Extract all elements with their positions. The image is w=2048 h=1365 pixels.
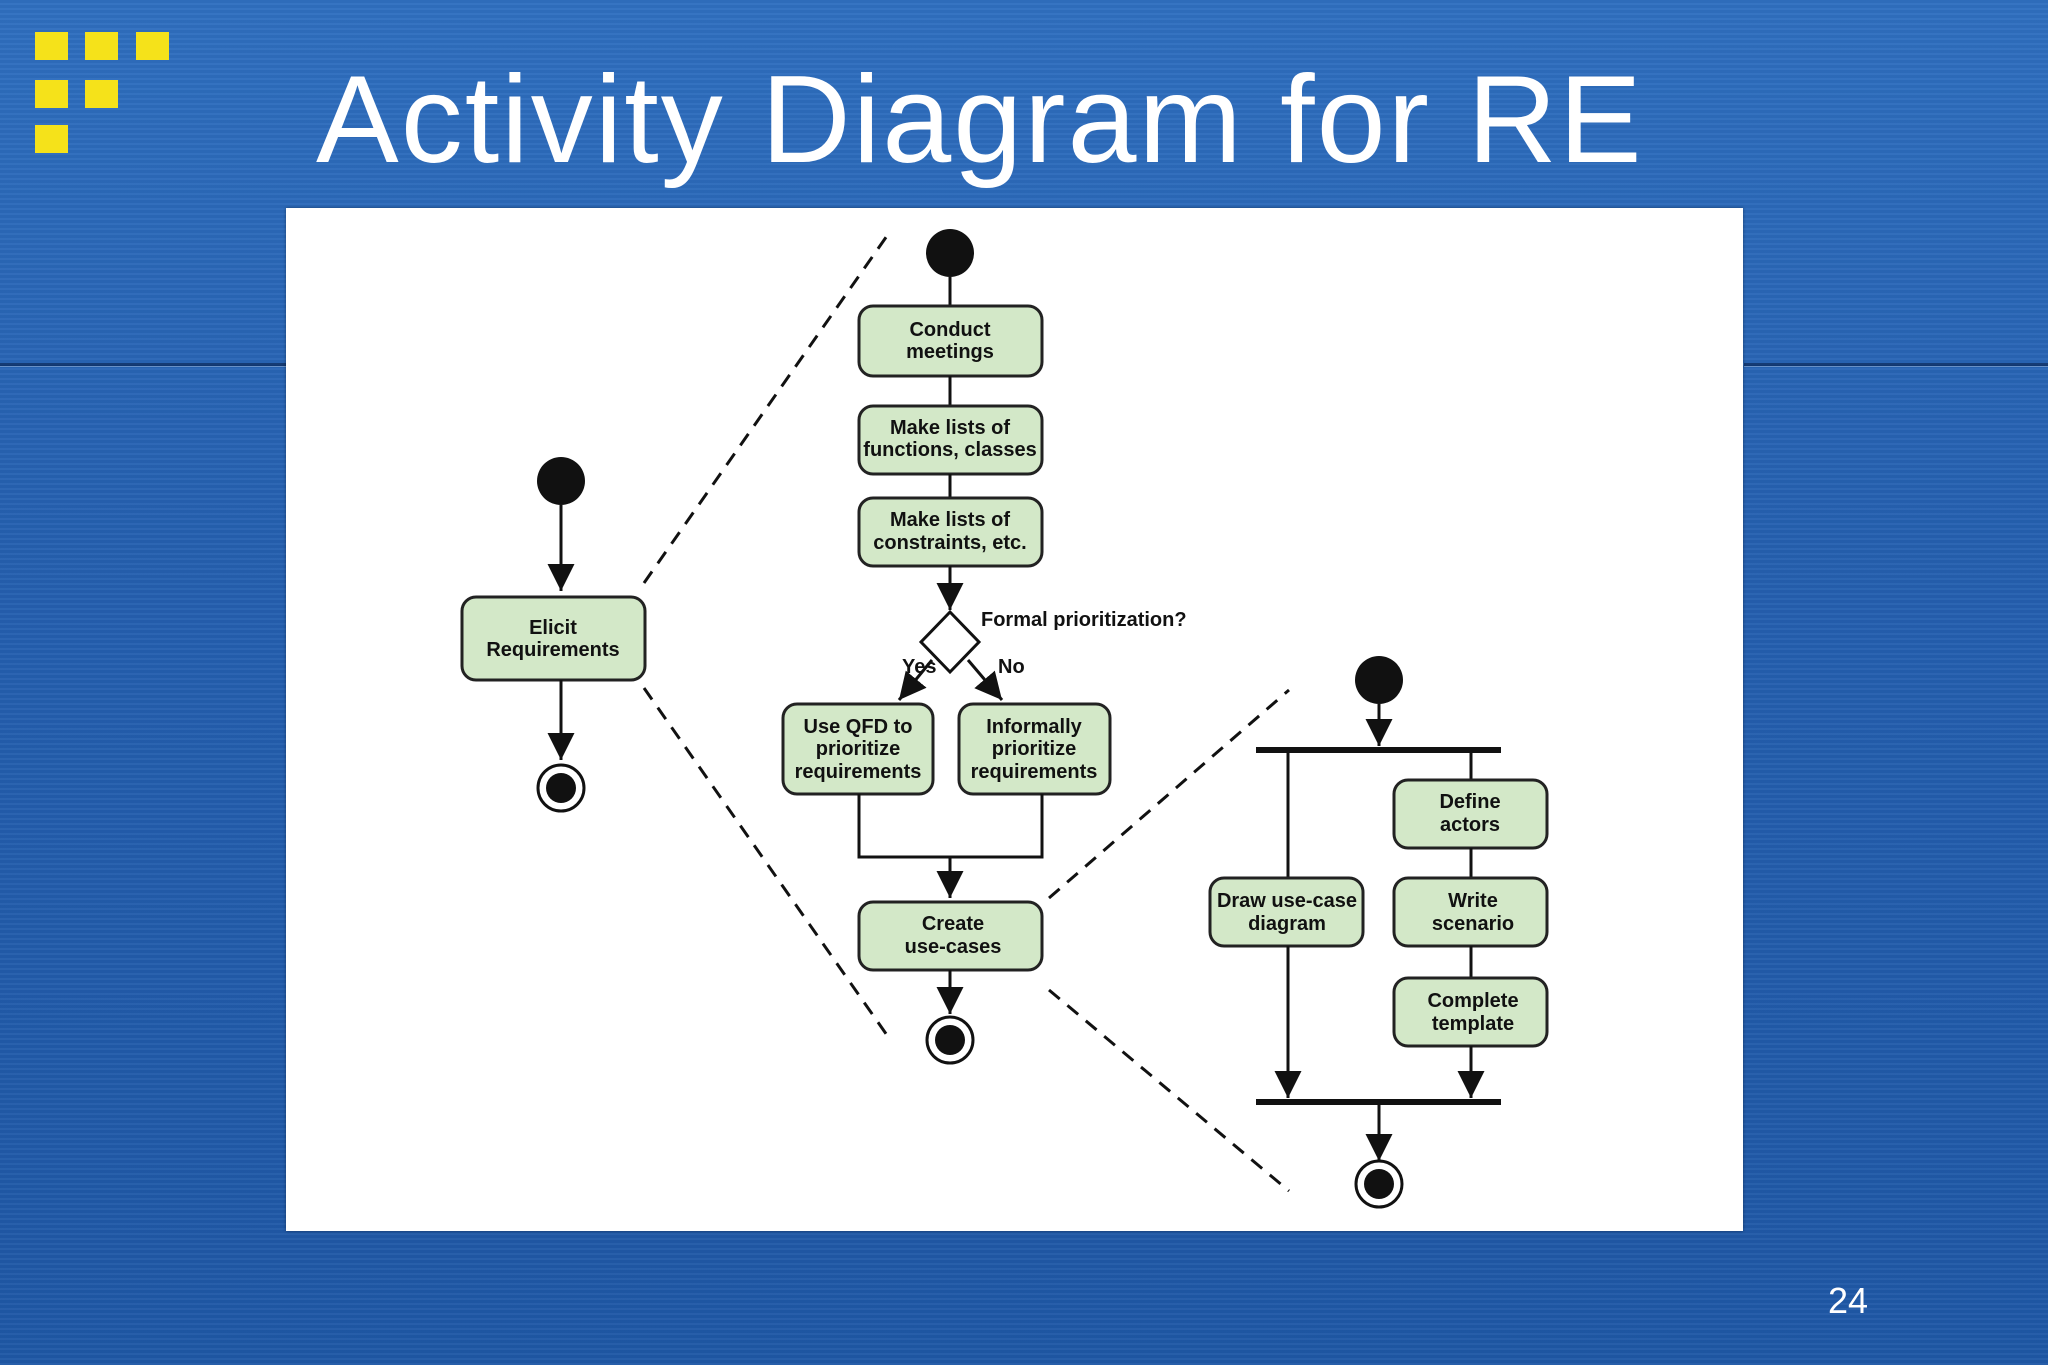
svg-text:Conduct: Conduct — [909, 319, 990, 341]
svg-text:prioritize: prioritize — [816, 738, 900, 760]
svg-text:Define: Define — [1439, 791, 1500, 813]
middle-flow: Conduct meetings Make lists of functions… — [781, 229, 1187, 1065]
svg-text:requirements: requirements — [795, 761, 922, 783]
svg-text:Use QFD to: Use QFD to — [804, 716, 913, 738]
initial-node — [1355, 656, 1403, 704]
svg-text:Complete: Complete — [1427, 990, 1518, 1012]
svg-text:Make lists of: Make lists of — [890, 509, 1010, 531]
write-scenario-node: Write scenario — [1392, 876, 1549, 948]
svg-text:template: template — [1432, 1013, 1514, 1035]
create-use-cases-node: Create use-cases — [857, 900, 1044, 972]
expansion-lines — [642, 232, 1290, 1193]
svg-text:Create: Create — [922, 913, 984, 935]
define-actors-node: Define actors — [1392, 778, 1549, 850]
right-flow: Define actors Draw use-case diagram Writ… — [1208, 656, 1549, 1209]
make-lists-constraints-node: Make lists of constraints, etc. — [857, 496, 1044, 568]
decision-label: Formal prioritization? — [981, 609, 1187, 631]
svg-text:Write: Write — [1448, 890, 1498, 912]
draw-use-case-diagram-node: Draw use-case diagram — [1208, 876, 1365, 948]
no-label: No — [998, 656, 1025, 678]
svg-text:Draw use-case: Draw use-case — [1217, 890, 1357, 912]
decision-node — [918, 609, 982, 675]
activity-diagram: Elicit Requirements Conduct meetings Mak… — [460, 229, 1549, 1209]
svg-text:requirements: requirements — [971, 761, 1098, 783]
initial-node — [537, 457, 585, 505]
initial-node — [926, 229, 974, 277]
diagram-panel: Elicit Requirements Conduct meetings Mak… — [286, 208, 1743, 1231]
svg-text:constraints, etc.: constraints, etc. — [873, 532, 1026, 554]
left-flow: Elicit Requirements — [460, 457, 647, 813]
informally-prioritize-node: Informally prioritize requirements — [957, 702, 1112, 796]
svg-text:scenario: scenario — [1432, 913, 1514, 935]
elicit-line-2: Requirements — [486, 639, 619, 661]
page-number: 24 — [1828, 1280, 1869, 1321]
join-bar — [1256, 1099, 1501, 1105]
final-node — [1354, 1159, 1404, 1209]
svg-text:Informally: Informally — [986, 716, 1082, 738]
make-lists-functions-node: Make lists of functions, classes — [857, 404, 1044, 476]
svg-text:actors: actors — [1440, 814, 1500, 836]
final-node — [536, 763, 586, 813]
header-divider-right — [1744, 363, 2048, 366]
complete-template-node: Complete template — [1392, 976, 1549, 1048]
svg-text:use-cases: use-cases — [905, 936, 1002, 958]
svg-text:diagram: diagram — [1248, 913, 1326, 935]
svg-text:meetings: meetings — [906, 341, 994, 363]
header-divider-left — [0, 363, 286, 366]
conduct-meetings-node: Conduct meetings — [857, 304, 1044, 378]
fork-bar — [1256, 747, 1501, 753]
slide-title: Activity Diagram for RE — [316, 51, 1644, 189]
final-node — [925, 1015, 975, 1065]
svg-text:prioritize: prioritize — [992, 738, 1076, 760]
svg-text:Make lists of: Make lists of — [890, 417, 1010, 439]
elicit-line-1: Elicit — [529, 617, 577, 639]
use-qfd-node: Use QFD to prioritize requirements — [781, 702, 935, 796]
elicit-requirements-node: Elicit Requirements — [460, 595, 647, 682]
logo-icon — [0, 0, 180, 160]
svg-text:functions, classes: functions, classes — [863, 439, 1036, 461]
